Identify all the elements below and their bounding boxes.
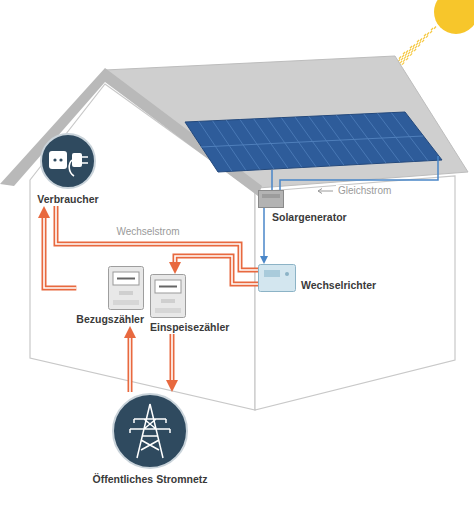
drawing-part [69,160,74,176]
edge-label: Wechselstrom [114,226,181,238]
edge-group [44,218,76,288]
drawing-part [259,191,284,208]
edge-group [172,334,173,380]
drawing-part [258,264,296,292]
drawing-part [113,394,187,468]
node-graphic [258,190,347,208]
ac-connector [56,206,258,270]
edge-group [56,206,258,270]
node-label: Verbraucher [28,193,108,206]
drawing-part [117,278,135,280]
drawing-part [258,190,284,208]
drawing-part [41,134,95,188]
inverter-box: Wechselrichter [258,264,376,292]
panel-cells [199,113,428,172]
drawing-part [264,270,280,277]
node-label: Öffentliches Stromnetz [70,473,230,486]
drawing-part [108,266,144,310]
grid-icon: Öffentliches Stromnetz [70,392,230,486]
drawing-part [113,272,139,285]
drawing-part [130,404,170,458]
drawing-part [113,300,139,305]
drawing-part [259,265,296,292]
drawing-part [151,275,186,318]
dc-wire [263,208,265,224]
node-graphic [150,274,229,318]
dc-connector [263,224,265,256]
node-label: Bezugszähler [76,313,144,326]
drawing-part [119,291,133,295]
side-wall [255,176,455,410]
panel-divider [201,136,423,147]
dc-wire [271,170,273,190]
edge-group [130,338,131,392]
node-graphic [28,132,108,190]
drawing-part [109,267,144,310]
drawing-part [72,153,82,167]
drawing-part [130,419,170,433]
edge-group [175,256,258,284]
consumer-icon: Verbraucher [28,132,108,206]
meter-box: Einspeisezähler [150,274,229,334]
connector-core [129,338,131,392]
junction-box: Solargenerator [258,190,347,224]
drawing-part [285,272,289,276]
drawing-part [159,286,177,288]
node-graphic [258,264,296,292]
drawing-part [161,299,175,303]
drawing-part [28,132,108,190]
drawing-part [70,392,230,470]
edge-group [264,224,265,256]
connector-core [56,206,258,270]
drawing-part [59,158,62,161]
ac-connector [128,338,133,392]
meter-box: Bezugszähler [76,266,144,326]
connector-core [175,256,258,284]
node-label: Einspeisezähler [150,321,229,334]
drawing-part [150,274,186,318]
node-graphic [70,392,230,470]
current-label: Gleichstrom [336,185,393,197]
drawing-part [130,404,170,458]
node-graphic [76,266,144,310]
node-label: Wechselrichter [301,279,376,292]
ac-connector [44,218,76,288]
drawing-part [262,194,280,198]
flow-arrow [318,189,333,194]
drawing-part [53,158,56,161]
drawing-part [155,280,181,293]
connector-core [171,334,173,380]
drawing-part [82,157,88,163]
connector-core [44,218,76,288]
sun [434,0,474,34]
ac-connector [175,256,258,284]
drawing-part [49,151,67,169]
node-label: Solargenerator [272,211,347,224]
ac-connector [170,334,175,380]
drawing-part [155,308,181,313]
solar-panel [185,112,442,172]
